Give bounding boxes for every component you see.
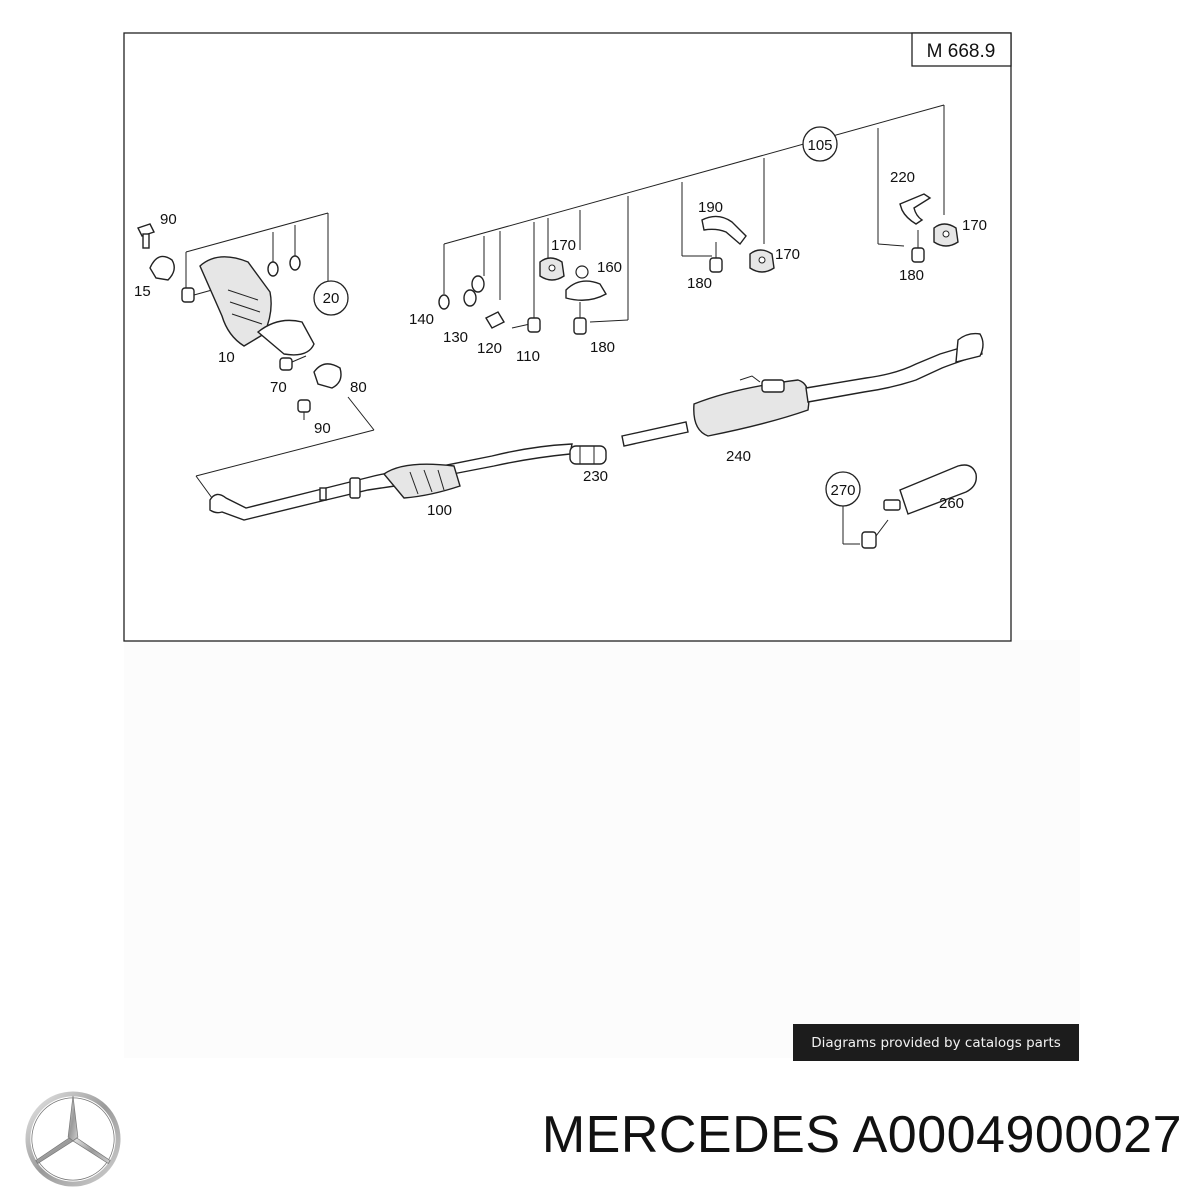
callout-20: 20 xyxy=(323,290,340,307)
callout-100: 100 xyxy=(427,502,452,519)
group-270 xyxy=(825,464,977,549)
callout-180-c: 180 xyxy=(899,267,924,284)
callout-240: 240 xyxy=(726,448,751,465)
frame-label-box xyxy=(911,32,1012,67)
callout-110: 110 xyxy=(516,348,540,365)
callout-170-a: 170 xyxy=(551,237,576,254)
callout-170-b: 170 xyxy=(775,246,800,263)
callout-230: 230 xyxy=(583,468,608,485)
callout-90-bottom: 90 xyxy=(314,420,331,437)
callout-130: 130 xyxy=(443,329,468,346)
mercedes-star-icon xyxy=(25,1091,121,1187)
callout-90-top: 90 xyxy=(160,211,177,228)
callout-220: 220 xyxy=(890,169,915,186)
part-number: A0004900027 xyxy=(852,1106,1182,1164)
group-20-leaders xyxy=(185,212,375,499)
callout-10: 10 xyxy=(218,349,235,366)
group-105-leaders xyxy=(443,104,945,323)
callout-180-a: 180 xyxy=(590,339,615,356)
diagram-background xyxy=(124,640,1080,1058)
callout-180-b: 180 xyxy=(687,275,712,292)
group-20-parts xyxy=(137,223,349,420)
brand-name: MERCEDES xyxy=(541,1106,841,1164)
muffler-240 xyxy=(621,332,984,447)
frame-label: M 668.9 xyxy=(927,41,996,62)
callout-120: 120 xyxy=(477,340,502,357)
group-105-parts xyxy=(438,126,959,335)
callout-160: 160 xyxy=(597,259,622,276)
callout-270: 270 xyxy=(830,482,855,499)
callout-190: 190 xyxy=(698,199,723,216)
callout-15: 15 xyxy=(134,283,151,300)
callout-70: 70 xyxy=(270,379,287,396)
callout-105: 105 xyxy=(807,137,832,154)
diagram-credit-badge: Diagrams provided by catalogs parts xyxy=(793,1024,1079,1061)
callout-170-c: 170 xyxy=(962,217,987,234)
part-title: MERCEDES A0004900027 xyxy=(542,1105,1182,1165)
callout-80: 80 xyxy=(350,379,367,396)
clamp-230 xyxy=(569,445,607,465)
callout-140: 140 xyxy=(409,311,434,328)
callout-260: 260 xyxy=(939,495,964,512)
